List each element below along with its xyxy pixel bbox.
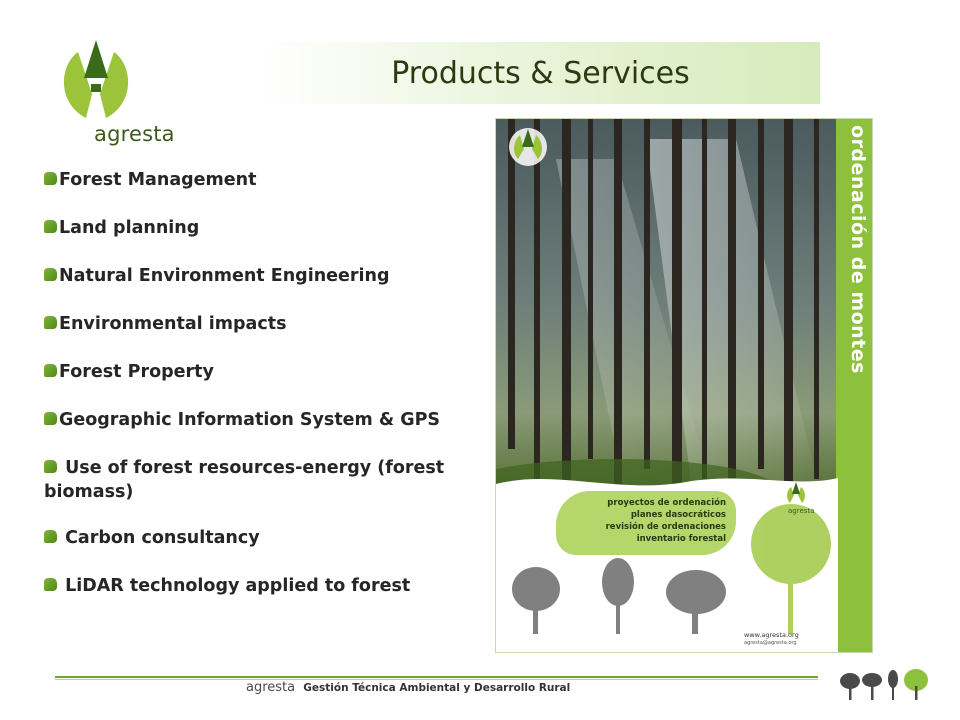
bullet-icon [44, 459, 57, 473]
brochure-mini-logo-icon [787, 482, 805, 503]
brochure-image: ordenación de montes proyectos de ordena… [495, 118, 873, 653]
bullet-icon [44, 363, 57, 377]
title-bar: Products & Services [261, 42, 820, 104]
list-item: Carbon consultancy [44, 526, 474, 550]
bullet-icon [44, 411, 57, 425]
trees-icon [840, 669, 928, 700]
list-item: Geographic Information System & GPS [44, 408, 474, 432]
footer-tagline: Gestión Técnica Ambiental y Desarrollo R… [303, 682, 571, 694]
footer-divider-light [55, 679, 818, 680]
agresta-logo: agresta [50, 38, 180, 148]
agresta-a-icon [63, 40, 129, 118]
list-item: Natural Environment Engineering [44, 264, 474, 288]
list-item: Forest Property [44, 360, 474, 384]
list-item: LiDAR technology applied to forest [44, 574, 474, 598]
brochure-url: www.agresta.org [744, 631, 799, 639]
bullet-icon [44, 219, 57, 233]
bullet-icon [44, 529, 57, 543]
footer-divider [55, 676, 818, 678]
list-item: Forest Management [44, 168, 474, 192]
forest-trees-graphic [496, 119, 826, 519]
brochure-email: agresta@agresta.org [744, 640, 797, 646]
footer: agresta Gestión Técnica Ambiental y Desa… [246, 680, 570, 695]
list-item: Environmental impacts [44, 312, 474, 336]
logo-wordmark: agresta [94, 122, 175, 146]
list-item: Land planning [44, 216, 474, 240]
bullet-icon [44, 315, 57, 329]
brochure-mini-wordmark: agresta [788, 507, 815, 515]
brochure-logo-icon [509, 128, 547, 166]
brochure-side-band [836, 119, 872, 652]
footer-brand: agresta [246, 680, 296, 695]
page-title: Products & Services [391, 55, 690, 91]
bullet-icon [44, 267, 57, 281]
brochure-side-title: ordenación de montes [847, 125, 869, 374]
services-list: Forest Management Land planning Natural … [44, 168, 474, 598]
list-item: Use of forest resources-energy (forest b… [44, 458, 445, 502]
bullet-icon [44, 171, 57, 185]
brochure-services-tag: proyectos de ordenación planes dasocráti… [556, 491, 736, 555]
bullet-icon [44, 577, 57, 591]
